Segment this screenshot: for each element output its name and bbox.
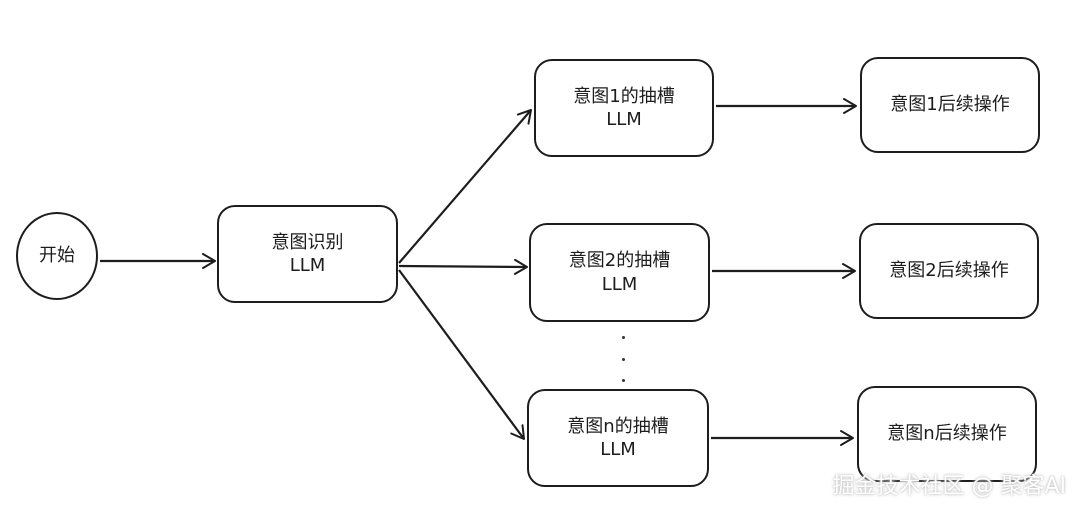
slot-extraction-title-1: 意图1的抽槽 bbox=[573, 85, 675, 107]
intent-recognition-model: LLM bbox=[289, 255, 326, 276]
intent-recognition-node: 意图识别 LLM bbox=[217, 205, 398, 303]
slot-extraction-node-2: 意图2的抽槽 LLM bbox=[529, 223, 710, 322]
slot-extraction-model-1: LLM bbox=[606, 109, 642, 130]
arrow-intent-to-slot-2 bbox=[398, 258, 528, 275]
slot-extraction-node-1: 意图1的抽槽 LLM bbox=[534, 59, 714, 157]
followup-node-2: 意图2后续操作 bbox=[859, 223, 1039, 319]
arrow-intent-to-slot-1 bbox=[398, 109, 532, 264]
ellipsis-dot-1 bbox=[621, 336, 625, 339]
slot-extraction-title-n: 意图n的抽槽 bbox=[567, 415, 669, 437]
slot-extraction-model-2: LLM bbox=[601, 273, 638, 295]
start-node: 开始 bbox=[16, 212, 98, 300]
vertical-ellipsis bbox=[617, 336, 629, 382]
followup-label-1: 意图1后续操作 bbox=[890, 94, 1010, 116]
slot-extraction-node-n: 意图n的抽槽 LLM bbox=[527, 389, 709, 487]
watermark: 掘金技术社区 @ 聚客AI bbox=[832, 474, 1066, 499]
intent-recognition-title: 意图识别 bbox=[271, 231, 344, 253]
followup-label-n: 意图n后续操作 bbox=[887, 423, 1007, 445]
slot-extraction-model-n: LLM bbox=[600, 439, 636, 460]
followup-node-n: 意图n后续操作 bbox=[857, 386, 1037, 482]
ellipsis-dot-2 bbox=[621, 357, 625, 361]
followup-label-2: 意图2后续操作 bbox=[889, 260, 1009, 282]
slot-extraction-title-2: 意图2的抽槽 bbox=[568, 250, 671, 272]
ellipsis-dot-3 bbox=[621, 379, 625, 382]
arrow-intent-to-slot-n bbox=[398, 269, 525, 440]
start-label: 开始 bbox=[39, 245, 75, 267]
followup-node-1: 意图1后续操作 bbox=[860, 57, 1040, 153]
